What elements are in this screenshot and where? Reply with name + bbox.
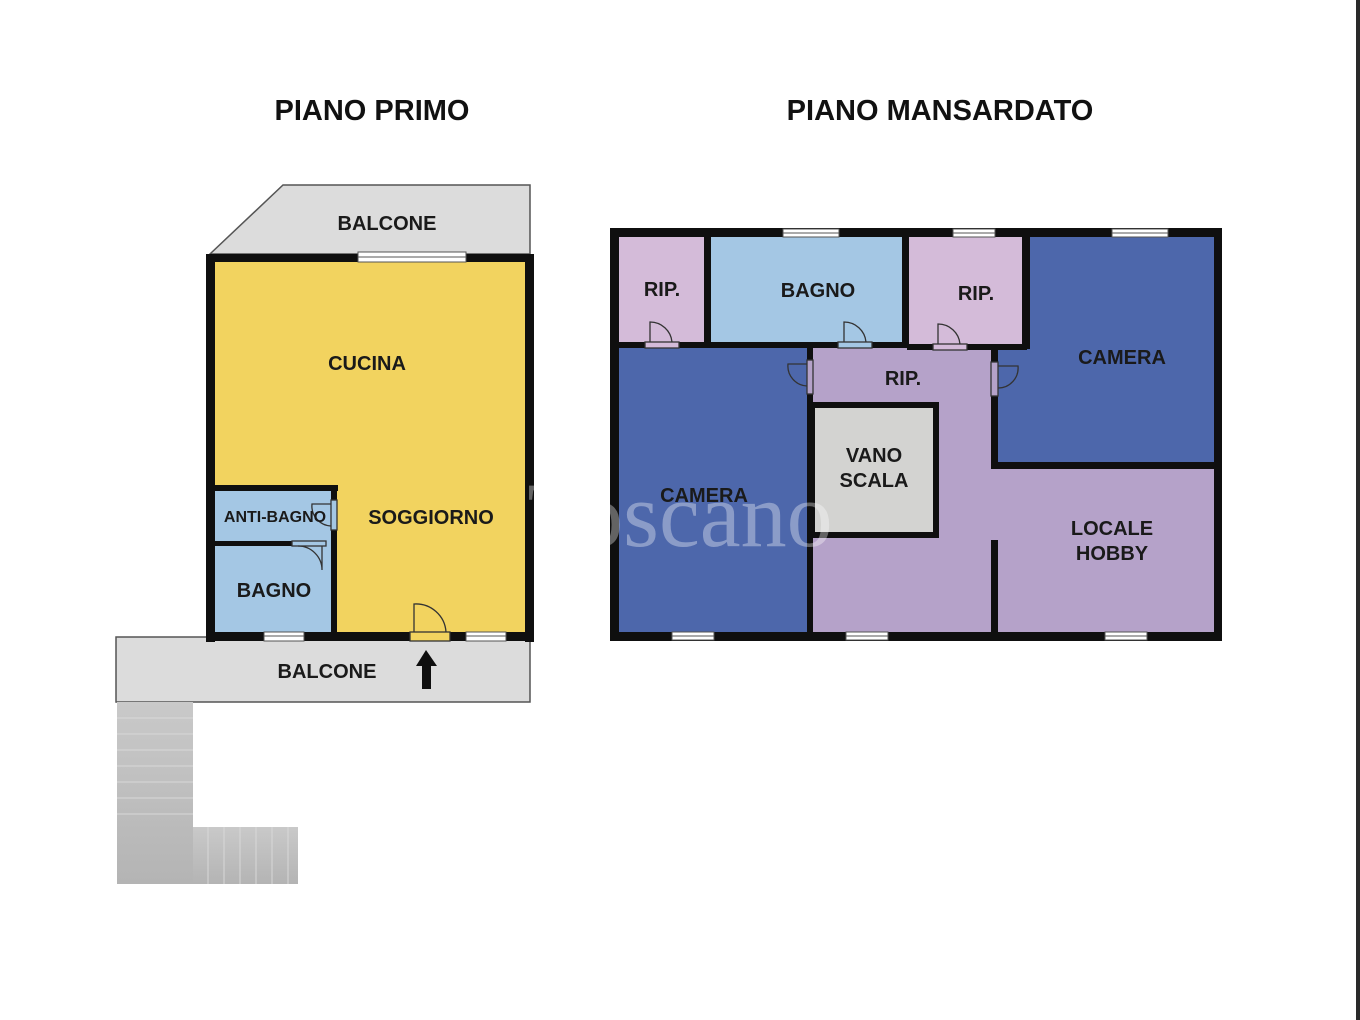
label-soggiorno: SOGGIORNO: [368, 507, 494, 529]
balcony-top-label: BALCONE: [338, 213, 437, 235]
label-bagno-mansardato: BAGNO: [781, 280, 855, 302]
label-locale-hobby-line2: HOBBY: [1076, 543, 1149, 565]
piano-primo-plan: BALCONE BALCONE: [115, 184, 534, 884]
label-rip-2: RIP.: [958, 283, 994, 305]
label-camera-right: CAMERA: [1078, 347, 1166, 369]
title-piano-primo: PIANO PRIMO: [275, 95, 470, 127]
entrance-arrow-icon: [416, 650, 437, 689]
staircase-icon: [117, 702, 298, 884]
label-vano-scala-line1: VANO: [846, 445, 902, 467]
door-swing-icon: [644, 321, 1019, 397]
label-rip-1: RIP.: [644, 279, 680, 301]
balcony-bottom-label: BALCONE: [278, 661, 377, 683]
label-camera-left: CAMERA: [660, 485, 748, 507]
room-rip-2: [907, 235, 1027, 347]
label-rip-hall: RIP.: [885, 368, 921, 390]
label-vano-scala-line2: SCALA: [840, 470, 909, 492]
room-camera-left: [617, 345, 811, 637]
room-anti-bagno: [212, 488, 336, 544]
room-vano-scala: [813, 405, 935, 535]
window-icon: [263, 251, 507, 642]
label-bagno-primo: BAGNO: [237, 580, 311, 602]
piano-mansardato-plan: RIP. BAGNO RIP. CAMERA RIP. VANO SCALA C…: [610, 228, 1222, 641]
room-bagno-mansardato: [709, 235, 907, 345]
room-bagno-primo: [212, 544, 336, 636]
window-icon: [671, 228, 1169, 641]
label-anti-bagno: ANTI-BAGNO: [224, 509, 326, 526]
door-swing-icon: [291, 499, 451, 642]
room-locale-hobby: [997, 467, 1217, 637]
page-edge-border: [1356, 0, 1360, 1020]
label-cucina: CUCINA: [328, 353, 406, 375]
title-piano-mansardato: PIANO MANSARDATO: [787, 95, 1094, 127]
label-locale-hobby-line1: LOCALE: [1071, 518, 1153, 540]
room-camera-right: [1027, 235, 1217, 467]
watermark: Toscano: [527, 464, 832, 566]
